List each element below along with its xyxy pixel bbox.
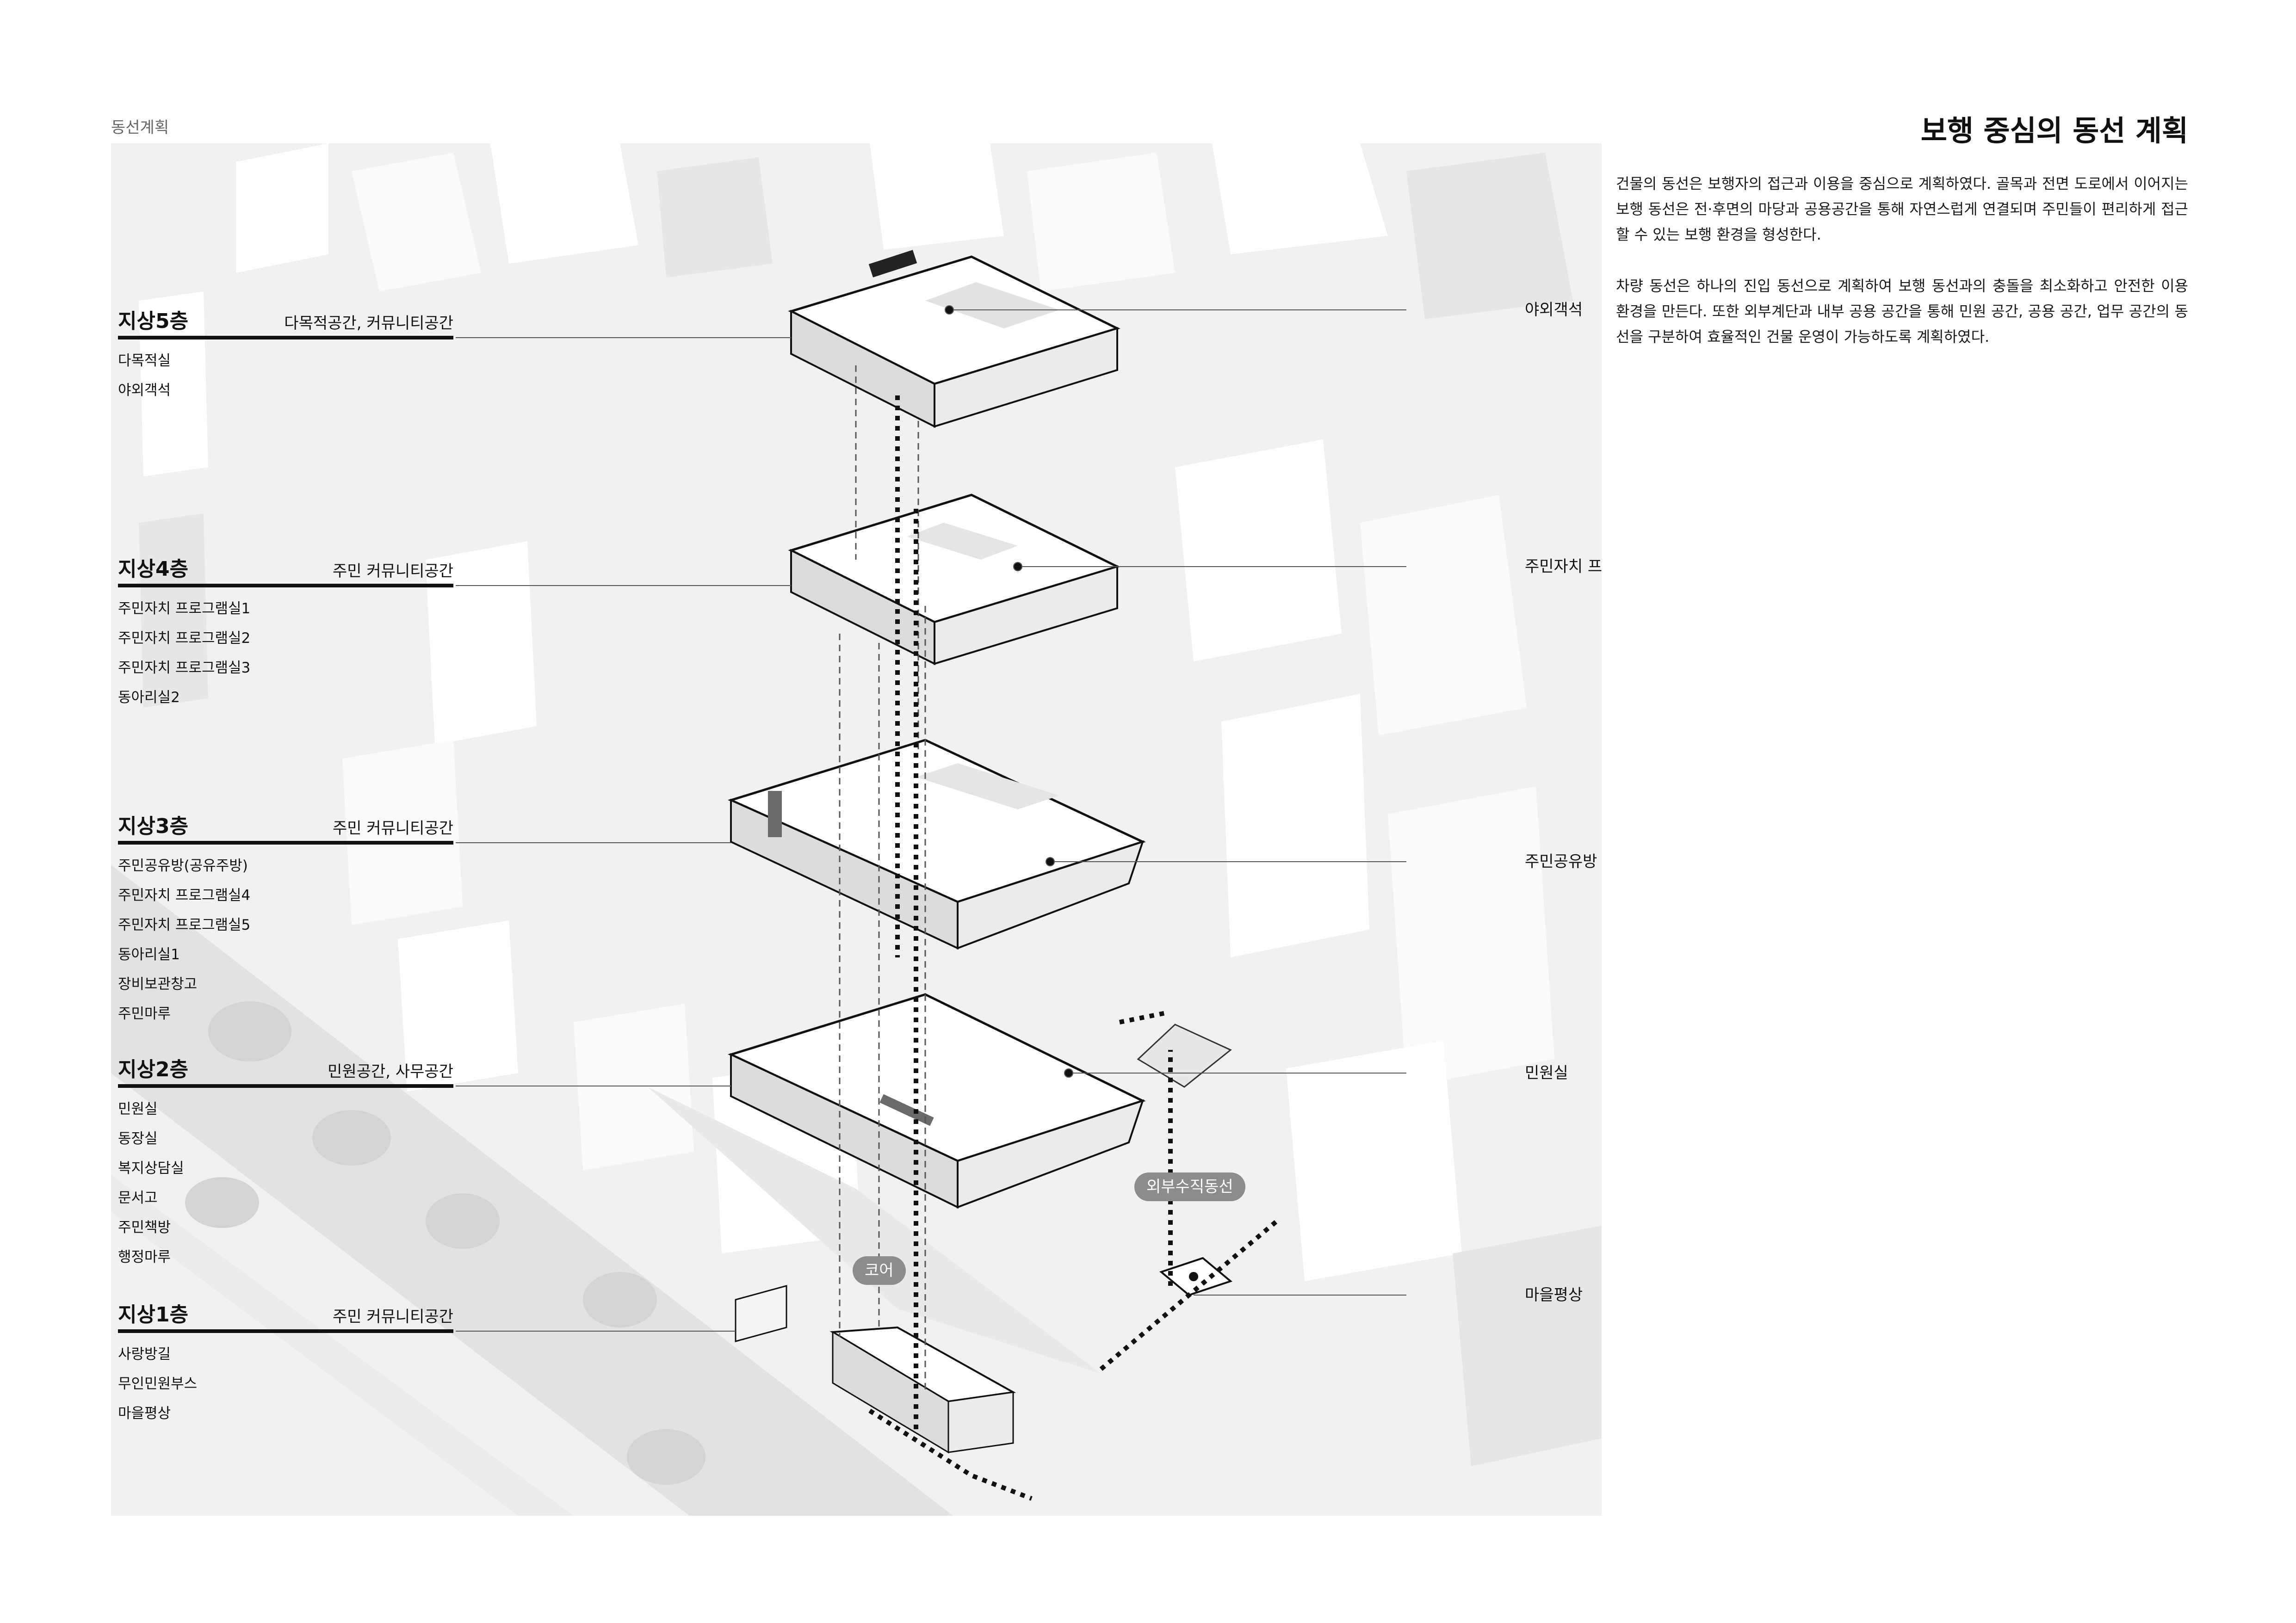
room-item: 주민자치 프로그램실1 — [118, 600, 251, 617]
room-item: 다목적실 — [118, 352, 171, 369]
floor-label-2: 지상2층 민원공간, 사무공간 민원실 동장실 복지상담실 문서고 주민책방 행… — [118, 1054, 453, 1272]
room-list: 주민공유방(공유주방) 주민자치 프로그램실4 주민자치 프로그램실5 동아리실… — [118, 845, 453, 1029]
room-item: 주민자치 프로그램실4 — [118, 887, 251, 904]
room-item: 동아리실2 — [118, 689, 180, 706]
drawing-canvas — [111, 143, 1602, 1516]
intro-text: 건물의 동선은 보행자의 접근과 이용을 중심으로 계획하였다. 골목과 전면 … — [1616, 171, 2188, 376]
room-list: 다목적실 야외객석 — [118, 339, 453, 405]
room-item: 주민자치 프로그램실3 — [118, 660, 251, 676]
room-list: 사랑방길 무인민원부스 마을평상 — [118, 1333, 453, 1428]
room-item: 주민자치 프로그램실5 — [118, 917, 251, 933]
leader-lines — [456, 305, 1406, 1332]
floor-head: 지상1층 주민 커뮤니티공간 — [118, 1299, 453, 1333]
core-tag: 코어 — [853, 1256, 906, 1285]
section-label: 동선계획 — [111, 118, 169, 137]
floor-name: 지상4층 — [118, 557, 189, 581]
floor-head: 지상5층 다목적공간, 커뮤니티공간 — [118, 305, 453, 339]
room-item: 주민마루 — [118, 1006, 171, 1022]
callout-floor4: 주민자치 프로그램실 — [1525, 557, 1602, 576]
floor-5-slab — [788, 250, 1120, 428]
room-item: 무인민원부스 — [118, 1376, 198, 1392]
callout-floor3: 주민공유방 — [1525, 852, 1597, 871]
floor-name: 지상1층 — [118, 1303, 189, 1327]
room-list: 민원실 동장실 복지상담실 문서고 주민책방 행정마루 — [118, 1088, 453, 1272]
floor-3-slab — [727, 739, 1146, 950]
room-item: 동아리실1 — [118, 946, 180, 963]
floor-subtitle: 다목적공간, 커뮤니티공간 — [284, 314, 453, 333]
callout-floor5: 야외객석 — [1525, 301, 1583, 319]
room-item: 동장실 — [118, 1130, 158, 1147]
floor-4-slab — [788, 494, 1120, 666]
floor-label-5: 지상5층 다목적공간, 커뮤니티공간 다목적실 야외객석 — [118, 305, 453, 405]
room-item: 주민자치 프로그램실2 — [118, 630, 251, 647]
room-item: 마을평상 — [118, 1405, 171, 1422]
floor-head: 지상3층 주민 커뮤니티공간 — [118, 810, 453, 845]
room-item: 복지상담실 — [118, 1160, 184, 1177]
room-item: 행정마루 — [118, 1249, 171, 1265]
floor-subtitle: 주민 커뮤니티공간 — [332, 819, 453, 838]
road — [111, 865, 953, 1516]
room-item: 민원실 — [118, 1101, 158, 1117]
floor-name: 지상5층 — [118, 309, 189, 333]
room-item: 야외객석 — [118, 382, 171, 399]
intro-paragraph-2: 차량 동선은 하나의 진입 동선으로 계획하여 보행 동선과의 충돌을 최소화하… — [1616, 277, 2188, 346]
road-lane — [111, 1175, 574, 1516]
floor-label-3: 지상3층 주민 커뮤니티공간 주민공유방(공유주방) 주민자치 프로그램실4 주… — [118, 810, 453, 1029]
room-item: 사랑방길 — [118, 1346, 171, 1363]
intro-paragraph-1: 건물의 동선은 보행자의 접근과 이용을 중심으로 계획하였다. 골목과 전면 … — [1616, 175, 2188, 243]
page-title: 보행 중심의 동선 계획 — [1920, 114, 2188, 148]
callout-ground: 마을평상 — [1525, 1286, 1583, 1304]
axonometric-drawing: 외부수직동선 코어 야외객석 주민자치 프로그램실 주민공유방 민원실 마을평상 — [111, 143, 1602, 1516]
floor-label-1: 지상1층 주민 커뮤니티공간 사랑방길 무인민원부스 마을평상 — [118, 1299, 453, 1428]
trees — [185, 1001, 706, 1485]
floor-name: 지상3층 — [118, 815, 189, 838]
room-item: 주민책방 — [118, 1219, 171, 1236]
room-list: 주민자치 프로그램실1 주민자치 프로그램실2 주민자치 프로그램실3 동아리실… — [118, 587, 453, 712]
floor-subtitle: 주민 커뮤니티공간 — [332, 1308, 453, 1326]
circulation-paths — [868, 395, 1279, 1501]
floor-head: 지상2층 민원공간, 사무공간 — [118, 1054, 453, 1088]
floor-label-4: 지상4층 주민 커뮤니티공간 주민자치 프로그램실1 주민자치 프로그램실2 주… — [118, 553, 453, 712]
room-item: 장비보관창고 — [118, 976, 198, 993]
vertical-guides — [839, 365, 926, 1392]
callout-floor2: 민원실 — [1525, 1064, 1568, 1082]
room-item: 주민공유방(공유주방) — [118, 858, 248, 874]
room-item: 문서고 — [118, 1190, 158, 1206]
floor-subtitle: 민원공간, 사무공간 — [328, 1062, 453, 1081]
floor-head: 지상4층 주민 커뮤니티공간 — [118, 553, 453, 587]
ground-level — [648, 1087, 1233, 1454]
external-vertical-circulation-tag: 외부수직동선 — [1134, 1173, 1245, 1201]
floor-name: 지상2층 — [118, 1058, 189, 1081]
floor-subtitle: 주민 커뮤니티공간 — [332, 562, 453, 580]
background-buildings — [139, 143, 1602, 1466]
